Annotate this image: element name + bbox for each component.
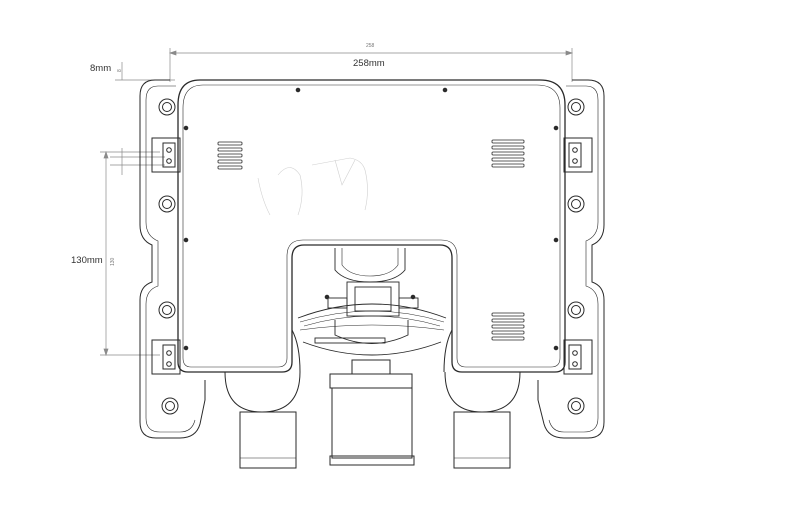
hole-spacing-small-label: 130 (110, 257, 116, 266)
vent-grille-right-top (491, 139, 525, 168)
hole-spacing-dimension (100, 150, 160, 357)
center-mechanism (297, 248, 447, 356)
width-dimension-label: 258mm (353, 58, 385, 69)
width-dimension-small-label: 258 (366, 43, 375, 49)
lower-right-pipe (443, 329, 521, 469)
top-offset-dimension (110, 62, 175, 175)
lower-left-pipe (224, 329, 301, 469)
left-mounting-bracket (139, 79, 206, 439)
width-dimension (168, 48, 574, 82)
right-mounting-bracket (537, 79, 605, 439)
center-canister (329, 359, 415, 466)
top-offset-small-label: 8 (117, 69, 123, 72)
faint-sketch (257, 157, 368, 216)
top-offset-label: 8mm (90, 63, 112, 74)
vent-grille-left (217, 141, 243, 170)
vent-grille-right-bottom (491, 312, 525, 341)
main-plate (177, 79, 566, 373)
hole-spacing-label: 130mm (71, 255, 103, 266)
